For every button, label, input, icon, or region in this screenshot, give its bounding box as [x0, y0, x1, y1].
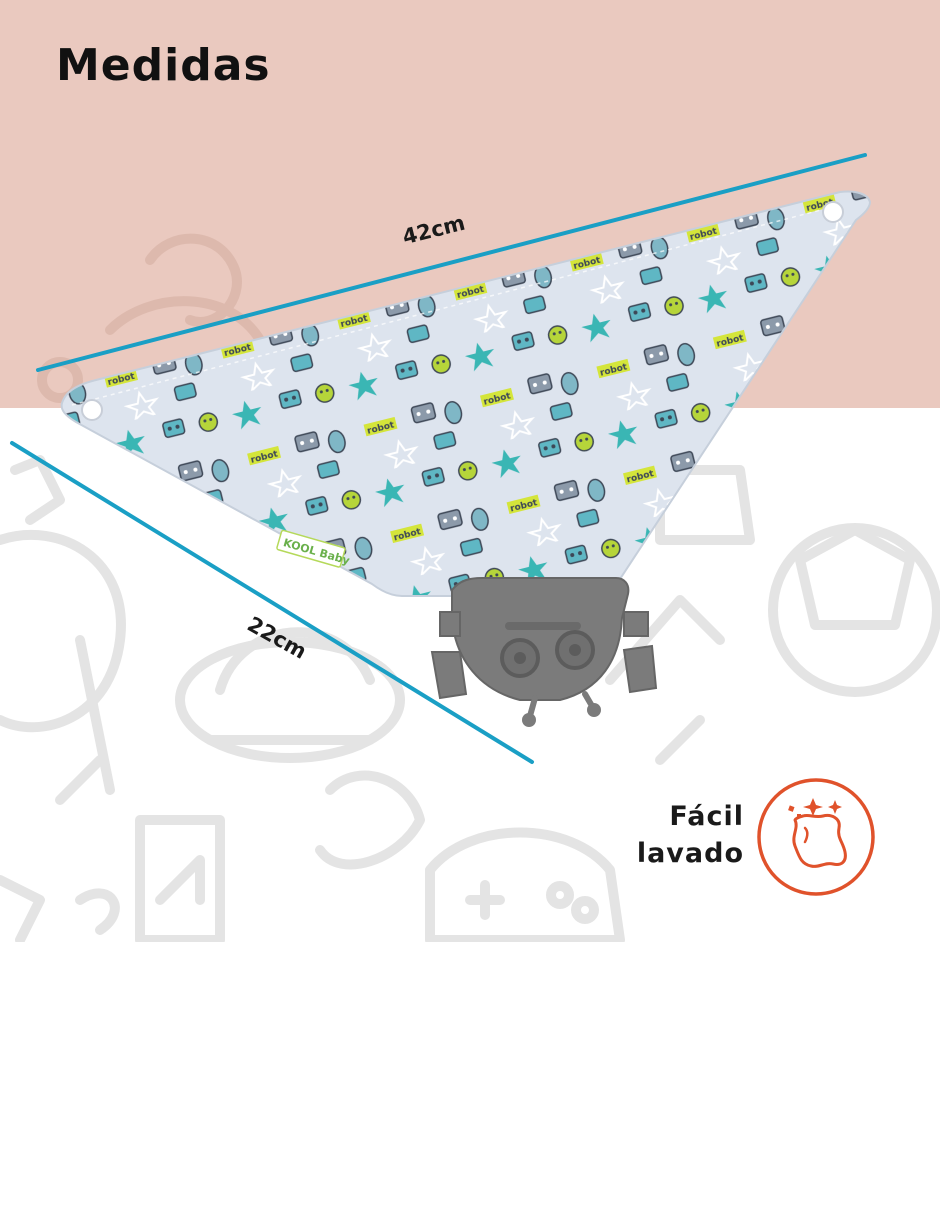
robot-teether	[430, 577, 658, 727]
doodle-background	[0, 233, 940, 942]
width-dimension-line	[36, 153, 867, 372]
snap-button-right	[822, 201, 844, 223]
easy-wash-line-1: Fácil	[669, 801, 744, 832]
height-dimension-line	[10, 441, 534, 764]
easy-wash-label: Fácil lavado	[628, 798, 744, 872]
bandana-bib	[60, 190, 872, 597]
easy-wash-line-2: lavado	[636, 838, 744, 869]
page-title: Medidas	[56, 40, 271, 91]
clean-sparkle-icon	[757, 778, 875, 896]
snap-button-left	[81, 399, 103, 421]
